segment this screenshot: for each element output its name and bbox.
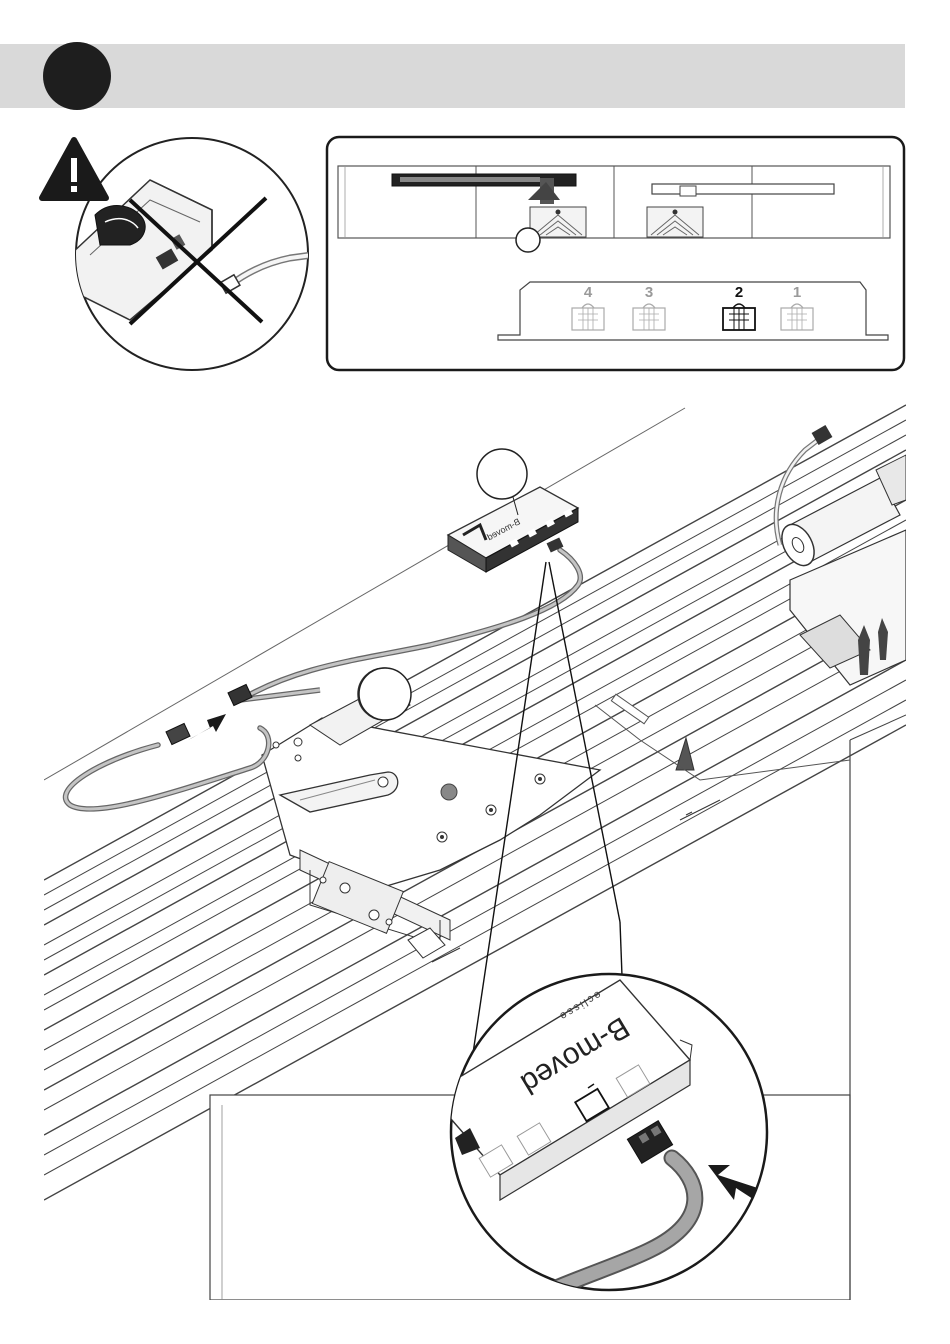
port-3-number: 3	[645, 284, 653, 301]
warning-do-not-unplug-circle	[42, 138, 312, 370]
port-selection-panel: 4 3 2 1	[327, 137, 904, 370]
insert-arrow-icon	[188, 714, 226, 740]
port-2-number: 2	[735, 284, 743, 301]
port-4-socket	[572, 304, 604, 330]
port-1-number: 1	[793, 284, 801, 301]
port-4-number: 4	[584, 284, 593, 301]
port-3-socket	[633, 304, 665, 330]
port-2-socket	[723, 304, 755, 330]
warning-triangle-icon	[42, 140, 106, 198]
port-1-socket	[781, 304, 813, 330]
control-box-small: B-moved	[448, 487, 578, 572]
